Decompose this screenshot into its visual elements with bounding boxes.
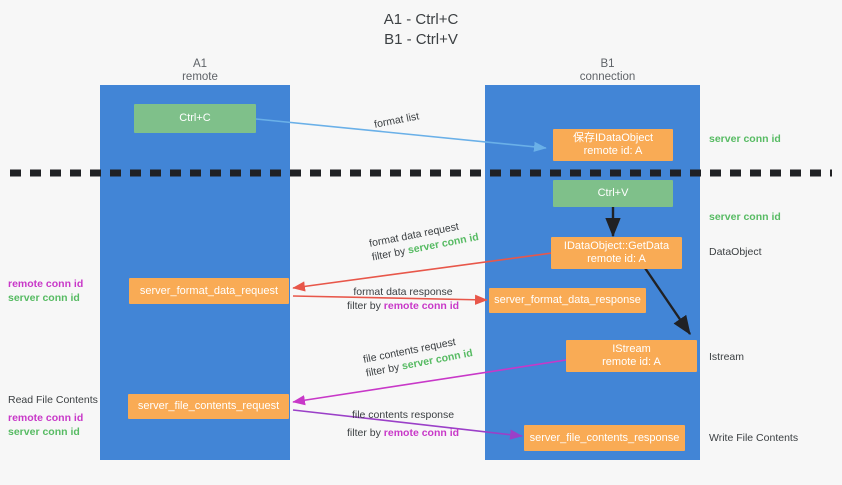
arrow-format-data-request bbox=[292, 252, 553, 292]
node-save-idataobject-line1: 保存IDataObject bbox=[572, 132, 654, 144]
left-label-server-conn-id: server conn id bbox=[8, 426, 80, 438]
column-header-b1-role: connection bbox=[579, 71, 636, 83]
filter-value-remote-conn-id: remote conn id bbox=[383, 300, 460, 312]
node-getdata-line2: remote id: A bbox=[587, 253, 646, 265]
right-label-istream-text: Istream bbox=[709, 351, 745, 363]
filter-prefix: filter by bbox=[347, 300, 384, 312]
right-label-write-file-contents: Write File Contents bbox=[709, 431, 798, 445]
node-ctrl-c-label: Ctrl+C bbox=[179, 112, 211, 124]
right-label-dataobject: DataObject bbox=[709, 245, 762, 259]
right-label-server-conn-id-mid-text: server conn id bbox=[709, 211, 781, 223]
filter-prefix: filter by bbox=[347, 427, 384, 439]
right-label-server-conn-id-top-text: server conn id bbox=[709, 133, 781, 145]
node-ctrl-c[interactable]: Ctrl+C bbox=[134, 104, 256, 133]
arrow-format-list bbox=[255, 118, 547, 152]
left-label-server-conn-id: server conn id bbox=[8, 292, 80, 304]
node-server-file-contents-request[interactable]: server_file_contents_request bbox=[128, 394, 289, 419]
arrow-file-contents-request bbox=[292, 359, 567, 406]
right-label-server-conn-id-top: server conn id bbox=[709, 132, 781, 146]
left-label-conn-ids-top: remote conn id server conn id bbox=[8, 277, 83, 305]
column-header-b1: B1 connection bbox=[545, 58, 670, 84]
right-label-server-conn-id-mid: server conn id bbox=[709, 210, 781, 224]
node-server-file-contents-response[interactable]: server_file_contents_response bbox=[524, 425, 685, 451]
node-save-idataobject-line2: remote id: A bbox=[583, 145, 643, 157]
title-line-1: A1 - Ctrl+C bbox=[383, 11, 459, 28]
node-istream[interactable]: IStream remote id: A bbox=[566, 340, 697, 372]
arrow-format-data-response bbox=[292, 294, 488, 305]
filter-value-remote-conn-id: remote conn id bbox=[383, 427, 460, 439]
node-istream-line2: remote id: A bbox=[602, 356, 661, 368]
node-ctrl-v[interactable]: Ctrl+V bbox=[553, 180, 673, 207]
node-server-format-data-request[interactable]: server_format_data_request bbox=[129, 278, 289, 304]
left-label-remote-conn-id: remote conn id bbox=[8, 278, 84, 290]
node-getdata-line1: IDataObject::GetData bbox=[563, 240, 670, 252]
node-ctrl-v-label: Ctrl+V bbox=[597, 187, 629, 199]
column-header-a1-role: remote bbox=[182, 71, 218, 83]
column-header-a1: A1 remote bbox=[140, 58, 260, 84]
column-header-a1-name: A1 bbox=[192, 58, 208, 70]
left-label-remote-conn-id: remote conn id bbox=[8, 412, 84, 424]
edge-label-file-contents-response: file contents response filter by remote … bbox=[347, 408, 459, 440]
node-server-file-contents-request-label: server_file_contents_request bbox=[137, 400, 280, 412]
column-header-b1-name: B1 bbox=[600, 58, 615, 70]
edge-label-file-contents-response-line1: file contents response bbox=[351, 409, 455, 421]
arrow-file-contents-response bbox=[292, 409, 523, 440]
title-line-2: B1 - Ctrl+V bbox=[384, 31, 458, 48]
edge-label-format-data-response-filter: filter by remote conn id bbox=[347, 299, 459, 313]
node-server-format-data-response-label: server_format_data_response bbox=[494, 294, 641, 306]
diagram-title: A1 - Ctrl+C B1 - Ctrl+V bbox=[0, 10, 842, 50]
node-server-format-data-request-label: server_format_data_request bbox=[139, 284, 279, 297]
node-server-format-data-response[interactable]: server_format_data_response bbox=[489, 288, 646, 313]
right-label-dataobject-text: DataObject bbox=[709, 246, 762, 258]
edge-label-file-contents-response-filter: filter by remote conn id bbox=[347, 422, 459, 440]
left-label-conn-ids-bottom: remote conn id server conn id bbox=[8, 411, 83, 439]
arrow-getdata-to-istream bbox=[644, 267, 691, 335]
edge-label-format-data-response: format data response filter by remote co… bbox=[347, 285, 459, 313]
left-label-read-file-contents: Read File Contents bbox=[8, 393, 98, 407]
node-save-idataobject[interactable]: 保存IDataObject remote id: A bbox=[553, 129, 673, 161]
right-label-istream: Istream bbox=[709, 350, 744, 364]
node-istream-line1: IStream bbox=[612, 343, 651, 355]
node-server-file-contents-response-label: server_file_contents_response bbox=[529, 431, 680, 444]
edge-label-format-data-response-line1: format data response bbox=[353, 286, 453, 298]
left-label-read-file-contents-text: Read File Contents bbox=[8, 394, 98, 406]
node-idataobject-getdata[interactable]: IDataObject::GetData remote id: A bbox=[551, 237, 682, 269]
right-label-write-file-contents-text: Write File Contents bbox=[709, 432, 799, 444]
